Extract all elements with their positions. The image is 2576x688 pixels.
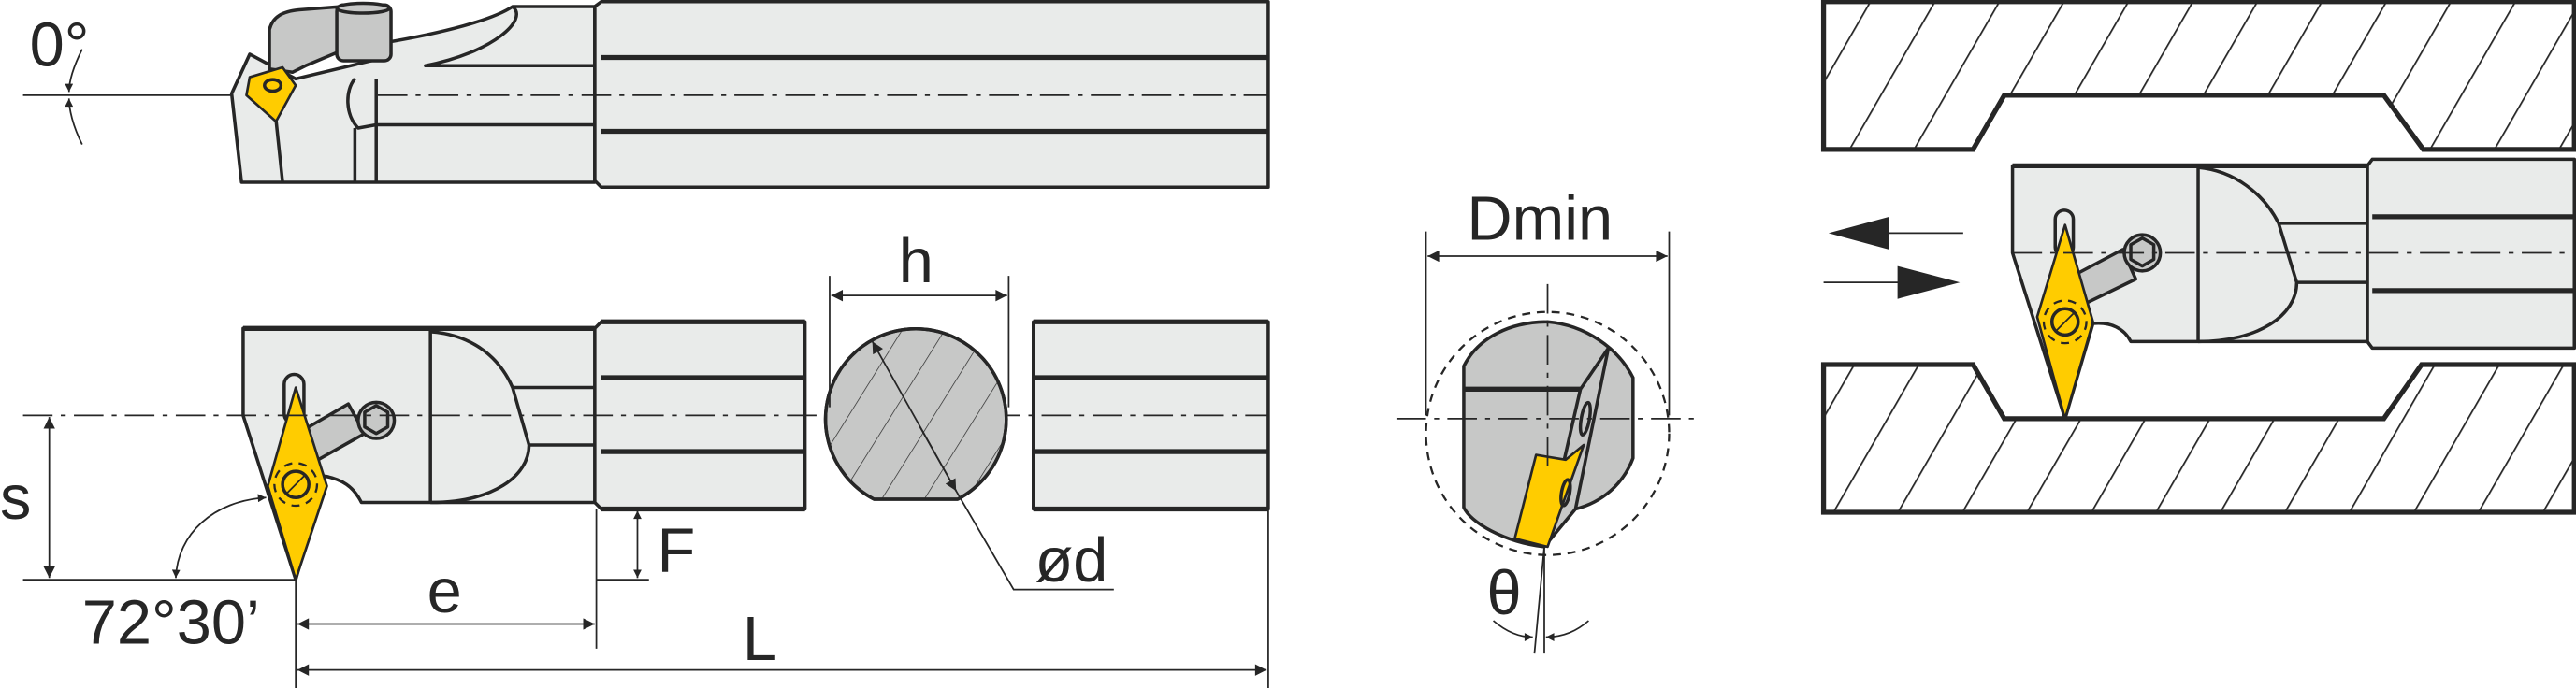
d-label: ød: [1035, 526, 1108, 595]
screw-head-side: [346, 78, 377, 130]
cross-section: [823, 327, 1008, 501]
clamp-arm: [268, 5, 344, 75]
approach-angle-arc: [171, 494, 267, 579]
screw-slot: [286, 475, 305, 494]
bore-operation-view: [1820, 0, 2576, 515]
insert-screw: [2049, 307, 2080, 337]
insert-top: [245, 65, 297, 123]
L-label: L: [743, 605, 777, 674]
insert-screw: [281, 469, 311, 499]
clamp-screw-top: [335, 1, 392, 15]
insert-end: [1513, 443, 1585, 549]
h-label: h: [899, 227, 933, 296]
theta-arrow: [1492, 620, 1533, 641]
insert-seat-circle: [273, 462, 319, 508]
end-view: Dmin θ: [1396, 184, 1700, 654]
front-view: h ød s 72°30’ e F L: [0, 227, 1270, 688]
theta-line: [1533, 546, 1545, 654]
angle-arc-lower: [65, 98, 83, 145]
approach-angle-label: 72°30’: [82, 589, 260, 658]
section-outline: [823, 327, 1008, 501]
clamp-seat-curve: [424, 5, 595, 68]
hex-socket-icon: [2129, 236, 2156, 268]
arrow-right-icon: [1897, 265, 1961, 299]
theta-arrow: [1545, 620, 1589, 641]
shank-flats: [601, 319, 1268, 512]
neck-contour: [430, 330, 595, 505]
F-label: F: [658, 516, 696, 585]
e-label: e: [427, 557, 462, 626]
bar-end-shape: [1462, 320, 1635, 549]
theta-label: θ: [1487, 559, 1522, 628]
insert-hole: [263, 78, 283, 93]
side-view: 0°: [22, 0, 1270, 190]
section-hatch: [825, 328, 1006, 499]
dmin-label: Dmin: [1467, 184, 1613, 253]
screw-slot: [2056, 312, 2075, 331]
angle-arc-upper: [65, 49, 83, 93]
hex-socket-icon: [363, 404, 390, 436]
edge-line: [274, 120, 284, 183]
workpiece-upper: [1820, 0, 2576, 152]
neck-contour: [2197, 165, 2367, 344]
insert-hole-end: [1559, 478, 1572, 508]
head: [229, 5, 597, 184]
workpiece-lower: [1820, 362, 2576, 515]
s-label: s: [0, 464, 31, 533]
insert-seat-circle: [2042, 299, 2088, 345]
insert-edge: [1573, 348, 1611, 509]
min-bore-circle: [1425, 310, 1671, 556]
angle-zero-label: 0°: [30, 10, 90, 79]
arrow-left-icon: [1828, 216, 1889, 250]
shank-op: [2366, 157, 2576, 351]
d-arrow: [919, 426, 957, 492]
d-leader: [871, 340, 1114, 591]
